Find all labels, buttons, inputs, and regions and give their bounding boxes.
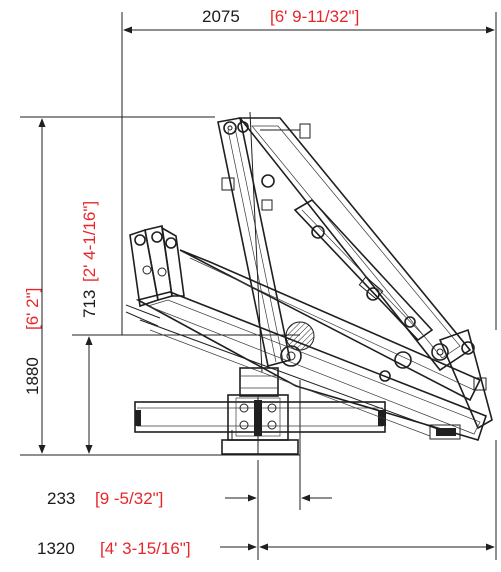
bottom-width-dimension: 1320 [4' 3-15/16"]: [37, 440, 497, 560]
crane-base: [134, 367, 386, 455]
lower-boom: [135, 249, 487, 441]
crane-column: [217, 111, 315, 373]
top-width-dimension: 2075 [6' 9-11/32"]: [121, 7, 497, 335]
upper-boom: [238, 117, 493, 430]
left-height-dimension: 1880 [6' 2"]: [20, 116, 215, 454]
bottom-width-value: 1320: [37, 539, 75, 558]
folded-boom-tip: [125, 225, 185, 327]
bottom-width-imperial: [4' 3-15/16"]: [100, 539, 191, 558]
bottom-offset-dimension: 233 [9 -5/32"]: [47, 380, 332, 560]
inner-height-imperial: [2' 4-1/16"]: [80, 201, 99, 282]
inner-height-value: 713: [80, 290, 99, 318]
left-height-imperial: [6' 2"]: [23, 288, 42, 330]
bottom-offset-imperial: [9 -5/32"]: [95, 489, 163, 508]
top-width-imperial: [6' 9-11/32"]: [270, 7, 359, 26]
bottom-offset-value: 233: [47, 489, 75, 508]
top-width-value: 2075: [202, 7, 240, 26]
left-height-value: 1880: [23, 357, 42, 395]
inner-height-dimension: 713 [2' 4-1/16"]: [72, 201, 300, 454]
